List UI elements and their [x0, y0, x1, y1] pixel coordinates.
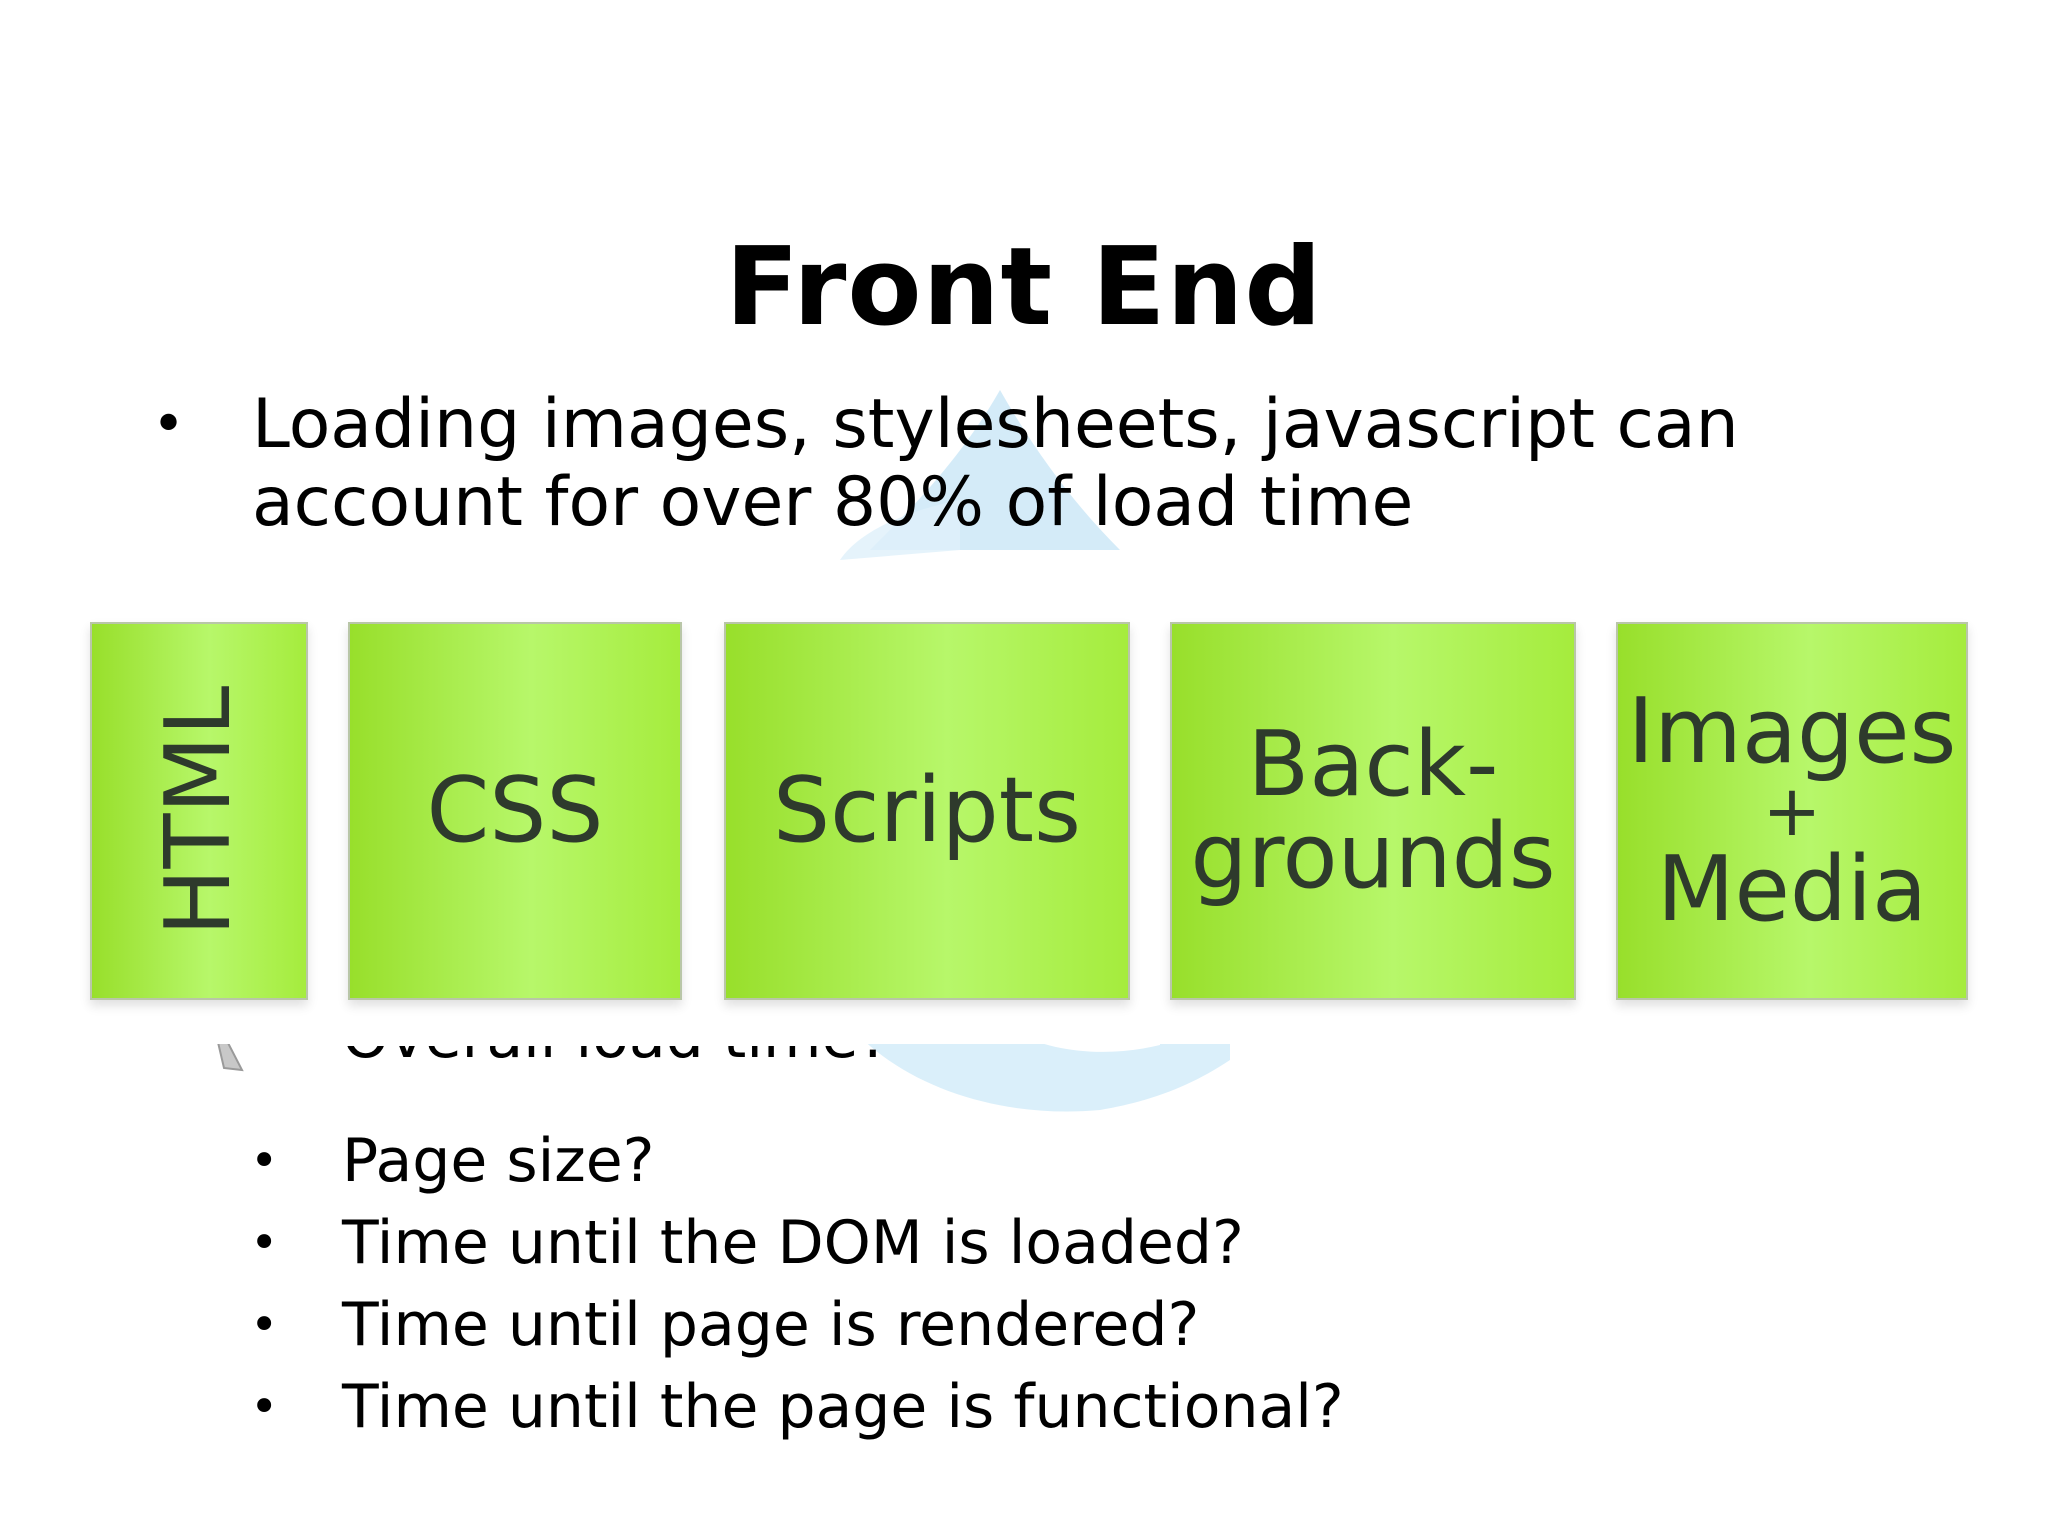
- pipeline-stage-backgrounds-label: Back- grounds: [1190, 719, 1555, 903]
- pipeline-stage-scripts-label: Scripts: [773, 758, 1081, 863]
- slide-title: Front End: [725, 225, 1323, 350]
- main-bullet-text: Loading images, stylesheets, javascript …: [252, 385, 1739, 542]
- pipeline-stage-media-label: Images + Media: [1628, 686, 1957, 936]
- bullet-dot: •: [152, 392, 186, 457]
- backgrounds-line-1: Back-: [1247, 712, 1499, 817]
- load-pipeline-diagram: HTML CSS Scripts Back- grounds Images + …: [84, 604, 1984, 1044]
- list-item-text: Time until the DOM is loaded?: [342, 1208, 1244, 1278]
- media-line-1: Images: [1627, 679, 1957, 784]
- list-item-text: Page size?: [342, 1126, 655, 1196]
- list-item: • Time until the DOM is loaded?: [250, 1202, 1750, 1284]
- pipeline-stage-media: Images + Media: [1616, 622, 1968, 1000]
- list-item-text: Time until the page is functional?: [342, 1372, 1344, 1442]
- list-item: • Time until the page is functional?: [250, 1366, 1750, 1448]
- partially-hidden-bullet-text: Overall load time?: [342, 1046, 890, 1078]
- media-line-3: Media: [1656, 837, 1928, 942]
- list-item-text: Time until page is rendered?: [342, 1290, 1200, 1360]
- list-item: • Page size?: [250, 1120, 1750, 1202]
- bullet-dot: •: [250, 1215, 279, 1271]
- pipeline-stage-html-label: HTML: [146, 685, 252, 937]
- sub-bullet-list: • Page size? • Time until the DOM is loa…: [250, 1120, 1750, 1448]
- media-line-2: +: [1762, 770, 1822, 852]
- pipeline-stage-scripts: Scripts: [724, 622, 1130, 1000]
- bullet-dot: •: [250, 1133, 279, 1189]
- pipeline-stage-css-label: CSS: [426, 758, 604, 863]
- bullet-dot: •: [250, 1297, 279, 1353]
- list-item: • Time until page is rendered?: [250, 1284, 1750, 1366]
- pipeline-stage-css: CSS: [348, 622, 682, 1000]
- bullet-dot: •: [250, 1379, 279, 1435]
- partially-hidden-bullet: • Overall load time?: [250, 1046, 1150, 1080]
- backgrounds-line-2: grounds: [1190, 804, 1556, 909]
- pipeline-stage-backgrounds: Back- grounds: [1170, 622, 1576, 1000]
- bullet-dot: •: [250, 1046, 278, 1078]
- pipeline-stage-html: HTML: [90, 622, 308, 1000]
